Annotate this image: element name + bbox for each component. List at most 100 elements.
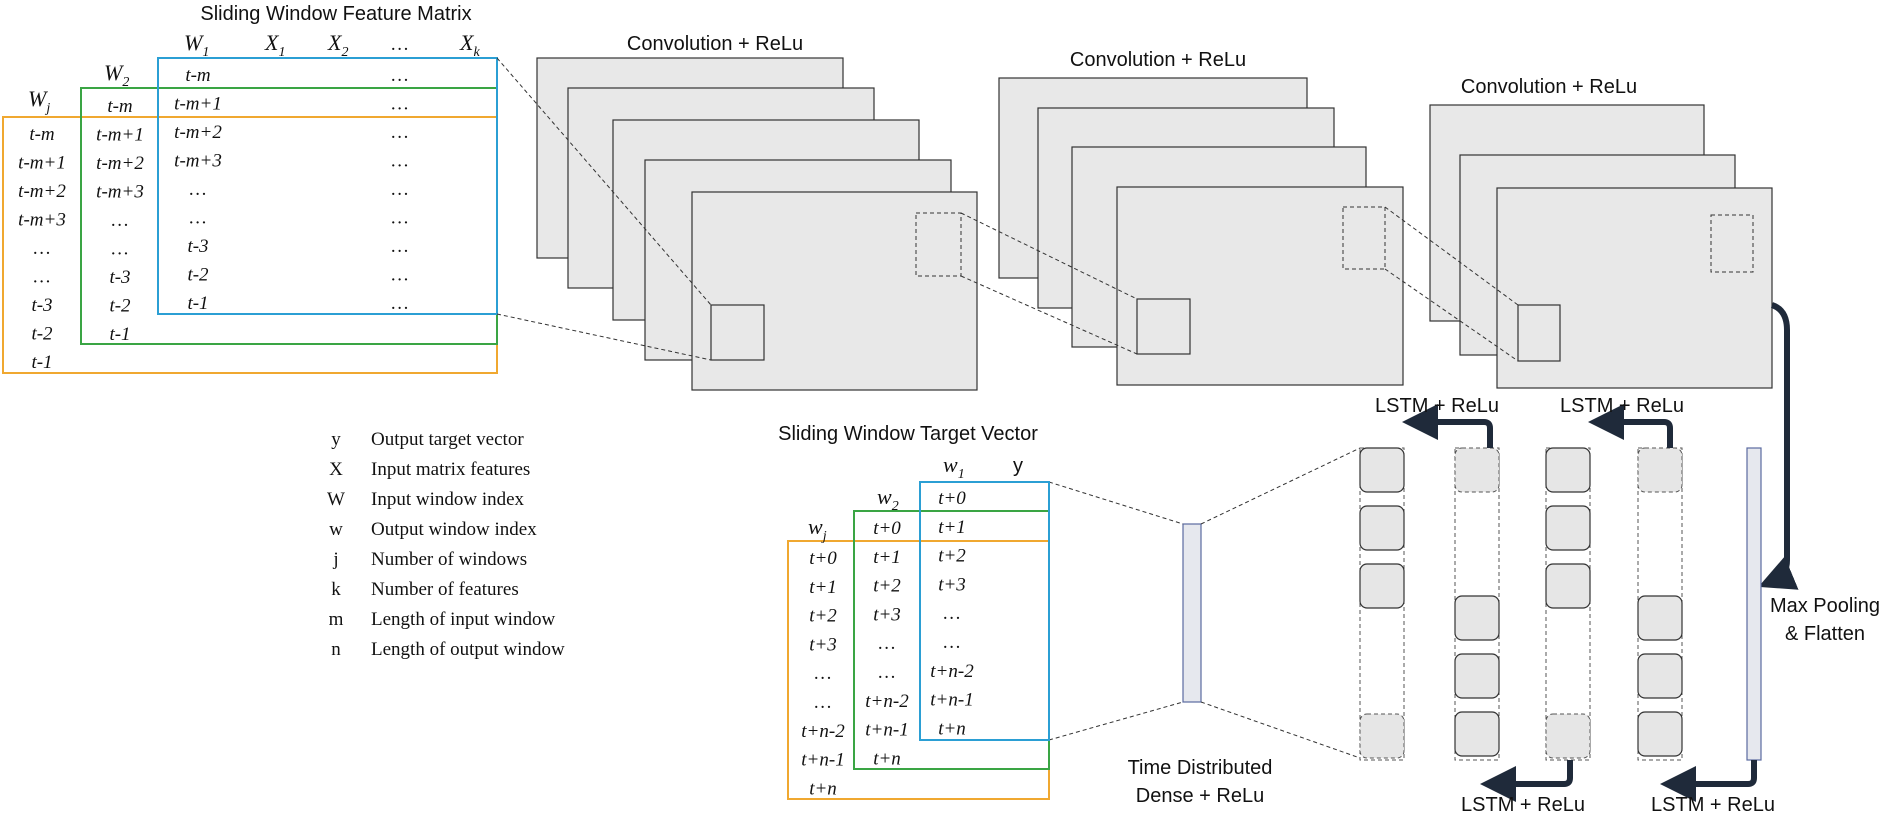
lstm-label-top-right: LSTM + ReLu	[1560, 395, 1684, 417]
target-cell-w1: t+n-1	[930, 690, 973, 711]
legend-description: Output window index	[371, 519, 537, 540]
time-distributed-dense: Time Distributed Dense + ReLu	[1048, 447, 1361, 807]
conv3-output-region	[1710, 214, 1754, 273]
header-x2: X2	[327, 30, 348, 60]
legend-description: Length of output window	[371, 639, 565, 660]
input-cell-wj: …	[34, 267, 51, 288]
input-column-ellipsis: ………………………	[392, 65, 409, 314]
legend-symbol: n	[331, 639, 341, 660]
max-pool-label-line2: & Flatten	[1785, 623, 1865, 645]
input-cell-w1: t-1	[187, 293, 208, 314]
header-x1: X1	[264, 30, 285, 60]
legend-symbol: k	[331, 579, 341, 600]
input-cell-w1: t-m	[185, 65, 210, 86]
input-cell-w2: t-2	[109, 296, 131, 317]
input-matrix-title: Sliding Window Feature Matrix	[200, 3, 471, 25]
input-cell-w1: …	[190, 208, 207, 229]
target-header-wj: wj	[808, 514, 827, 544]
output-window-1-box	[919, 481, 1050, 741]
lstm-cell-inactive	[1454, 447, 1500, 493]
legend-description: Number of windows	[371, 549, 527, 570]
legend-symbol: m	[329, 609, 344, 630]
input-cell-w2: t-m	[107, 96, 132, 117]
input-cell-w1: t-m+3	[174, 151, 222, 172]
lstm-cell-inactive	[1545, 713, 1591, 759]
lstm-cell	[1637, 595, 1683, 641]
dense-connection-line	[1200, 447, 1361, 525]
dense-label-line2: Dense + ReLu	[1136, 785, 1264, 807]
legend-symbol: w	[329, 519, 343, 540]
input-cell-wj: t-1	[31, 352, 52, 373]
input-window-j-box	[2, 116, 498, 374]
lstm-cell-inactive	[1359, 713, 1405, 759]
input-cell-w1: t-2	[187, 265, 209, 286]
lstm-cell	[1454, 595, 1500, 641]
input-cell-ellipsis: …	[392, 208, 409, 229]
input-cell-w1: …	[190, 179, 207, 200]
conv1-kernel-box	[710, 304, 765, 361]
target-cell-w1: t+n	[938, 718, 966, 739]
lstm-cell	[1359, 563, 1405, 609]
legend-symbol: j	[332, 549, 338, 570]
target-cell-w1: t+2	[938, 546, 966, 567]
target-header-w2: w2	[877, 484, 899, 514]
legend-symbol: y	[331, 429, 341, 450]
target-cell-w2: t+2	[873, 576, 901, 597]
input-cell-w2: t-m+3	[96, 182, 144, 203]
target-cell-wj: …	[815, 692, 832, 713]
target-vector-title: Sliding Window Target Vector	[778, 423, 1038, 445]
target-header-w1: w1	[943, 452, 965, 482]
lstm-cell	[1359, 505, 1405, 551]
input-cell-w1: t-m+2	[174, 122, 222, 143]
input-cell-w2: t-3	[109, 267, 130, 288]
input-cell-w2: t-m+1	[96, 125, 144, 146]
lstm-cell	[1454, 711, 1500, 757]
input-cell-ellipsis: …	[392, 293, 409, 314]
input-cell-ellipsis: …	[392, 65, 409, 86]
input-cell-ellipsis: …	[392, 151, 409, 172]
lstm-cell	[1637, 653, 1683, 699]
lstm-arrow-top-right	[1588, 404, 1673, 448]
target-vector: Sliding Window Target Vector wj w2 w1 y …	[778, 423, 1050, 800]
max-pool-label-line1: Max Pooling	[1770, 595, 1880, 617]
input-cell-wj: t-m+1	[18, 153, 66, 174]
target-column-wj: t+0t+1t+2t+3……t+n-2t+n-1t+n	[801, 548, 845, 799]
legend-description: Output target vector	[371, 429, 524, 450]
input-feature-matrix: Sliding Window Feature Matrix Wj W2 W1 X…	[2, 3, 498, 374]
lstm-label-bottom-right: LSTM + ReLu	[1651, 794, 1775, 816]
input-cell-wj: t-m+2	[18, 181, 66, 202]
input-cell-ellipsis: …	[392, 94, 409, 115]
target-cell-wj: …	[815, 663, 832, 684]
target-cell-w2: …	[879, 662, 896, 683]
input-cell-w1: t-3	[187, 236, 208, 257]
input-cell-ellipsis: …	[392, 265, 409, 286]
target-cell-w2: …	[879, 633, 896, 654]
legend-symbol: W	[327, 489, 345, 510]
input-cell-wj: …	[34, 238, 51, 259]
lstm-arrow-bottom-right	[1660, 760, 1757, 802]
input-cell-w2: …	[112, 210, 129, 231]
target-column-w2: t+0t+1t+2t+3……t+n-2t+n-1t+n	[865, 518, 909, 769]
header-w2: W2	[104, 60, 129, 90]
target-cell-w2: t+n	[873, 748, 901, 769]
lstm-arrow-bottom-left	[1480, 760, 1573, 802]
lstm-layers: LSTM + ReLu LSTM + ReLu LSTM + ReLu LSTM…	[1359, 395, 1775, 816]
target-cell-wj: t+n	[809, 778, 837, 799]
target-cell-wj: t+n-1	[801, 750, 844, 771]
input-column-wj: t-mt-m+1t-m+2t-m+3……t-3t-2t-1	[18, 124, 66, 373]
legend-symbol: X	[329, 459, 343, 480]
lstm-label-bottom-left: LSTM + ReLu	[1461, 794, 1585, 816]
legend-description: Length of input window	[371, 609, 555, 630]
target-cell-w1: …	[944, 632, 961, 653]
conv-layer-2: Convolution + ReLu	[998, 49, 1404, 386]
input-cell-ellipsis: …	[392, 236, 409, 257]
conv2-kernel-box	[1136, 298, 1191, 355]
legend-description: Number of features	[371, 579, 519, 600]
input-cell-w2: t-m+2	[96, 153, 144, 174]
target-header-y: y	[1013, 455, 1023, 477]
header-w1: W1	[184, 30, 209, 60]
target-cell-w2: t+0	[873, 518, 901, 539]
